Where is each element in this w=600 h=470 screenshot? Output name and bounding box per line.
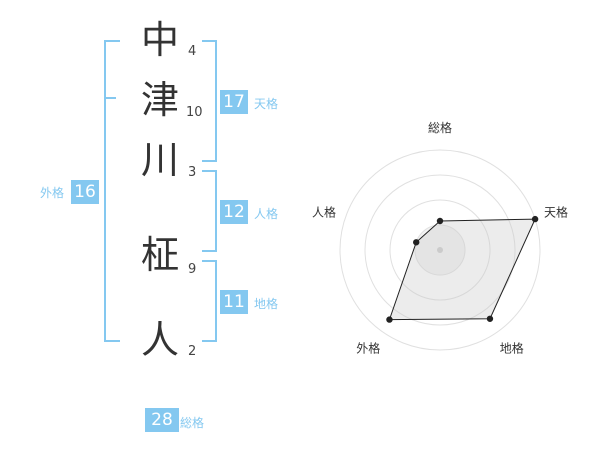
chikaku-value-badge: 11 <box>220 290 248 314</box>
name-char-3: 川 <box>140 138 179 182</box>
radar-axis-label-2: 天格 <box>544 204 568 219</box>
radar-point-4 <box>386 316 393 323</box>
radar-axis-label-3: 地格 <box>500 341 524 356</box>
name-char-5: 人 <box>140 318 179 362</box>
radar-ring-2 <box>389 199 491 301</box>
radar-rings <box>339 149 541 351</box>
jinkaku-value-badge: 12 <box>220 200 248 224</box>
gaikaku-bracket <box>104 40 120 342</box>
jinkaku-label: 人格 <box>254 207 279 221</box>
jinkaku-bracket <box>202 170 217 252</box>
radar-ring-4 <box>339 149 541 351</box>
name-char-2: 津 <box>140 78 179 122</box>
stroke-count-3: 3 <box>188 165 197 180</box>
radar-ring-3 <box>364 174 516 326</box>
tenkaku-label: 天格 <box>254 97 279 111</box>
radar-point-2 <box>531 215 539 223</box>
stroke-count-5: 2 <box>188 344 197 359</box>
gaikaku-label: 外格 <box>40 186 65 200</box>
tenkaku-bracket <box>202 40 217 162</box>
gaikaku-value-badge: 16 <box>71 180 99 204</box>
stroke-count-2: 10 <box>186 105 203 120</box>
gaikaku-bracket-tick <box>104 97 116 99</box>
soukaku-value-badge: 28 <box>145 408 179 432</box>
radar-polygon <box>388 218 536 321</box>
soukaku-label: 総格 <box>180 416 205 430</box>
radar-point-5 <box>413 239 420 246</box>
radar-point-1 <box>436 217 444 225</box>
radar-axis-label-5: 人格 <box>312 204 336 219</box>
name-char-4: 柾 <box>140 233 179 277</box>
radar-axis-label-4: 外格 <box>356 341 380 356</box>
tenkaku-value-badge: 17 <box>220 90 248 114</box>
name-char-1: 中 <box>140 18 179 62</box>
radar-center <box>437 247 443 253</box>
radar-axis-label-1: 総格 <box>428 120 452 135</box>
radar-shape <box>386 215 539 323</box>
chikaku-bracket <box>202 260 217 342</box>
stroke-count-4: 9 <box>188 262 197 277</box>
radar-point-3 <box>486 315 494 322</box>
chikaku-label: 地格 <box>254 297 279 311</box>
stroke-count-1: 4 <box>188 44 197 59</box>
